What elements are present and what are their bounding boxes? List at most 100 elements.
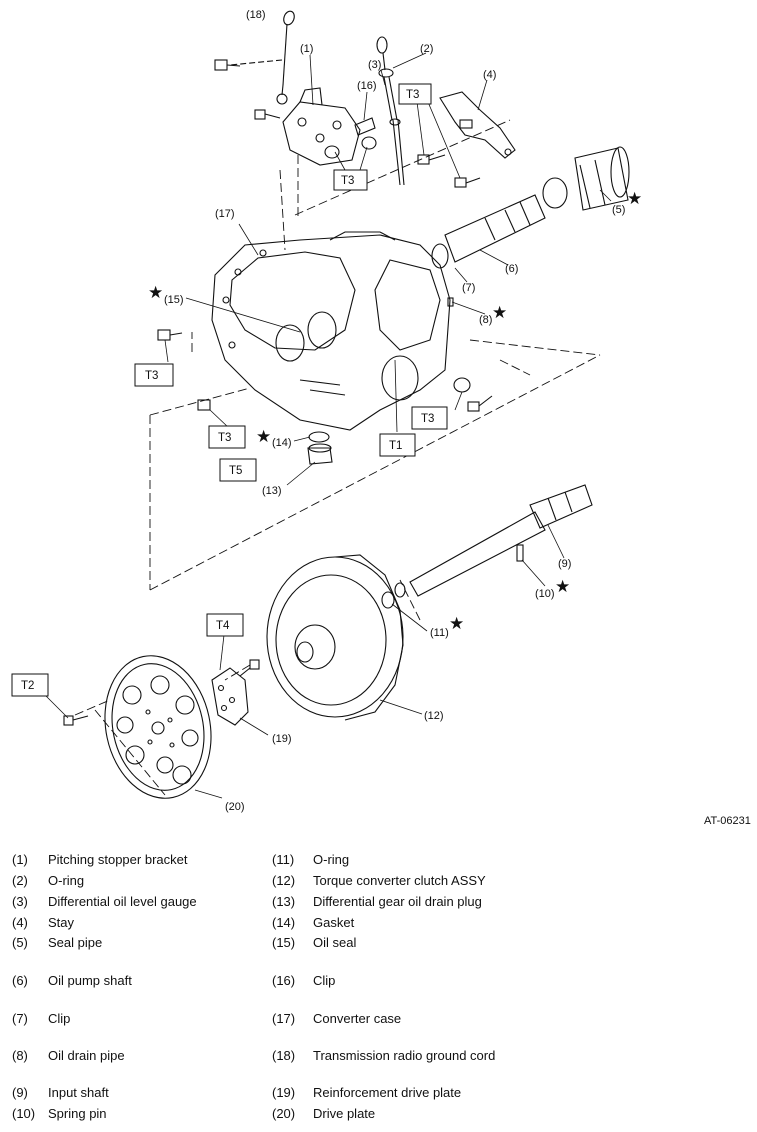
torque-tag-t3: T3 xyxy=(208,425,246,449)
torque-tag-label: T3 xyxy=(218,432,231,444)
legend-number: (12) xyxy=(272,873,296,888)
legend-number: (4) xyxy=(12,915,28,930)
legend-part-name: Oil drain pipe xyxy=(48,1048,125,1063)
legend-number: (16) xyxy=(272,973,296,988)
torque-tag-label: T1 xyxy=(389,440,402,452)
legend-part-name: Drive plate xyxy=(313,1106,376,1121)
legend-part-name: Clip xyxy=(48,1011,71,1026)
torque-tag-t1: T1 xyxy=(379,433,416,457)
legend-part-name: Clip xyxy=(313,973,336,988)
legend-part-name: Spring pin xyxy=(48,1106,107,1121)
legend-number: (13) xyxy=(272,894,296,909)
legend-number: (18) xyxy=(272,1048,296,1063)
callout-3: (3) xyxy=(368,59,381,71)
legend-number: (6) xyxy=(12,973,28,988)
legend-part-name: Oil seal xyxy=(313,935,357,950)
ground-cord-part xyxy=(229,10,295,105)
callout-13: (13) xyxy=(262,485,282,497)
legend-number: (8) xyxy=(12,1048,28,1063)
legend-number: (19) xyxy=(272,1085,296,1100)
callout-18: (18) xyxy=(246,9,266,21)
torque-tag-label: T5 xyxy=(229,465,242,477)
legend-number: (2) xyxy=(12,873,28,888)
bolt-part xyxy=(417,154,481,188)
stay-part xyxy=(439,91,516,159)
bolt-part xyxy=(214,59,281,120)
converter-case-part xyxy=(211,231,451,431)
callout-12: (12) xyxy=(424,710,444,722)
callout-2: (2) xyxy=(420,43,433,55)
torque-tag-label: T4 xyxy=(216,620,230,632)
bolt-part xyxy=(63,715,89,726)
legend-part-name: Torque converter clutch ASSY xyxy=(313,873,486,888)
torque-tag-label: T2 xyxy=(21,680,34,692)
legend-part-name: O-ring xyxy=(313,852,350,867)
legend-number: (14) xyxy=(272,915,296,930)
pump-shaft-part xyxy=(431,194,546,269)
callout-7: (7) xyxy=(462,282,475,294)
drive-plate-part xyxy=(104,655,212,799)
dashed-guide-lines xyxy=(74,119,601,796)
drain-plug-part xyxy=(307,431,333,465)
callout-19: (19) xyxy=(272,733,292,745)
torque-tag-t3: T3 xyxy=(134,363,174,387)
callout-10: (10) xyxy=(535,588,555,600)
figure-reference-code: AT-06231 xyxy=(704,815,751,827)
callout-17: (17) xyxy=(215,208,235,220)
callout-8: (8) xyxy=(479,314,492,326)
legend-number: (11) xyxy=(272,852,295,867)
clip-part xyxy=(354,117,376,136)
bolt-part xyxy=(157,329,493,412)
torque-tag-t2: T2 xyxy=(11,673,49,697)
legend-part-name: Converter case xyxy=(313,1011,402,1026)
torque-tag-t3: T3 xyxy=(398,83,432,105)
callout-15: (15) xyxy=(164,294,184,306)
legend-number: (1) xyxy=(12,852,28,867)
torque-converter-part xyxy=(266,554,404,721)
torque-tag-label: T3 xyxy=(341,175,354,187)
star-icon: ★ xyxy=(256,427,271,446)
legend-number: (20) xyxy=(272,1106,296,1121)
torque-tag-t3: T3 xyxy=(333,169,368,191)
star-icon: ★ xyxy=(148,283,163,302)
callout-5: (5) xyxy=(612,204,625,216)
legend-part-name: Seal pipe xyxy=(48,935,103,950)
star-icon: ★ xyxy=(555,577,570,596)
parts-legend: (1) Pitching stopper bracket (2) O-ring (3) D… xyxy=(0,848,757,1128)
leader-lines xyxy=(44,52,612,799)
callout-16: (16) xyxy=(357,80,377,92)
callout-labels: (18) (1) (2) (3) (4) (16) (17) (5) (6) (… xyxy=(164,9,625,813)
star-icon: ★ xyxy=(492,303,507,322)
star-markers: ★ ★ ★ ★ ★ ★ xyxy=(148,189,642,633)
bracket-part xyxy=(282,87,377,166)
legend-part-name: Pitching stopper bracket xyxy=(48,852,188,867)
legend-number: (5) xyxy=(12,935,28,950)
legend-part-name: Stay xyxy=(48,915,75,930)
reinforcement-plate-part xyxy=(211,659,260,726)
legend-part-name: Differential gear oil drain plug xyxy=(313,894,482,909)
torque-tag-label: T3 xyxy=(421,413,434,425)
legend-number: (7) xyxy=(12,1011,28,1026)
legend-part-name: Oil pump shaft xyxy=(48,973,132,988)
torque-tag-label: T3 xyxy=(145,370,158,382)
legend-part-name: Gasket xyxy=(313,915,355,930)
torque-tag-t5: T5 xyxy=(219,458,257,482)
callout-14: (14) xyxy=(272,437,292,449)
spring-pin-part xyxy=(516,544,524,562)
callout-11: (11) xyxy=(430,627,449,639)
legend-number: (17) xyxy=(272,1011,296,1026)
exploded-diagram: (18) (1) (2) (3) (4) (16) (17) (5) (6) (… xyxy=(11,9,642,813)
legend-number: (10) xyxy=(12,1106,36,1121)
legend-part-name: O-ring xyxy=(48,873,85,888)
legend-number: (9) xyxy=(12,1085,28,1100)
callout-20: (20) xyxy=(225,801,245,813)
legend-number: (15) xyxy=(272,935,296,950)
legend-number: (3) xyxy=(12,894,28,909)
callout-4: (4) xyxy=(483,69,496,81)
torque-tags: T3 T3 T3 T3 T3 T1 T5 T4 xyxy=(11,83,448,697)
o-ring-part xyxy=(381,591,395,609)
callout-9: (9) xyxy=(558,558,571,570)
star-icon: ★ xyxy=(627,189,642,208)
seal-pipe-part xyxy=(542,146,630,211)
torque-tag-t4: T4 xyxy=(206,613,244,637)
